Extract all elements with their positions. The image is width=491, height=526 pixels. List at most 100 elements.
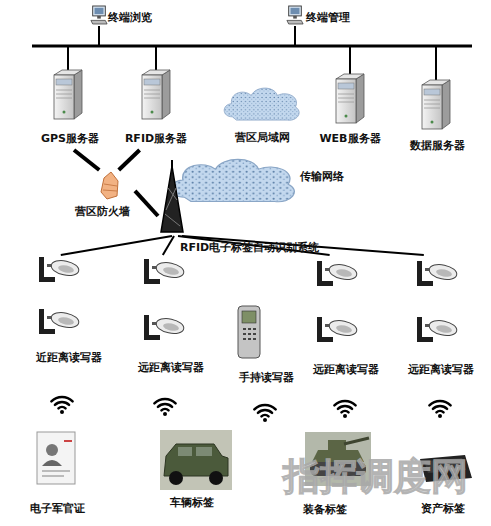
equipment-image (328, 440, 346, 450)
handheld-reader-icon (253, 333, 256, 335)
signal-arc (334, 401, 355, 405)
firewall-icon (101, 172, 118, 199)
signal-dot (263, 418, 267, 422)
node-label: 数据服务器 (397, 139, 477, 153)
handheld-reader-icon (243, 328, 246, 330)
vehicle-image (196, 447, 212, 456)
firewall-icon (103, 190, 117, 191)
node-label: 近距离读写器 (28, 351, 110, 365)
signal-arc (55, 402, 69, 405)
antenna-tower (166, 188, 176, 210)
cloud-shape (224, 88, 299, 120)
id-card-image (42, 460, 62, 466)
signal-arc (261, 415, 268, 416)
network-bus (349, 46, 351, 74)
handheld-reader-icon (238, 306, 260, 358)
server-icon (54, 70, 450, 129)
network-cloud: 传输网络 (158, 156, 358, 236)
server-icon (142, 70, 170, 119)
vehicle-image (164, 444, 228, 476)
reader-icon (39, 309, 80, 334)
node-label: 手持读写器 (225, 371, 307, 385)
server-icon (54, 70, 82, 119)
server-node: WEB服务器 (310, 72, 390, 148)
antenna-tower (161, 160, 183, 232)
handheld-reader-icon (248, 333, 251, 335)
handheld-reader-icon (238, 306, 260, 358)
reader-icon (144, 259, 185, 284)
network-cloud: 营区局域网 (215, 84, 310, 146)
vehicle-image (209, 471, 223, 485)
cloud-shape (171, 88, 299, 202)
network-bus (32, 26, 472, 80)
network-bus (155, 46, 157, 70)
signal-arc (161, 409, 168, 410)
reader-node: 远距离读写器 (130, 255, 212, 375)
handheld-reader-icon (253, 338, 256, 340)
server-icon (422, 80, 450, 129)
reader-icon (417, 261, 458, 286)
signal-dot (343, 414, 347, 418)
network-link (135, 191, 158, 216)
signal-dot (60, 410, 64, 414)
network-link (119, 150, 140, 170)
firewall-icon (101, 172, 118, 199)
id-card-image (42, 470, 70, 472)
node-label: 终端浏览 (108, 11, 152, 25)
antenna-tower (165, 214, 180, 226)
node-label: 远距离读写器 (398, 363, 484, 377)
cloud-shape (171, 159, 294, 201)
wireless-signal (154, 399, 175, 416)
reader-node: 近距离读写器 (28, 255, 110, 367)
node-label: 传输网络 (300, 170, 344, 184)
node-label: 营区局域网 (215, 131, 310, 145)
watermark: 指挥调度网 (283, 456, 468, 498)
signal-arc (158, 404, 172, 407)
signal-arc (258, 410, 272, 413)
id-card-image (46, 444, 58, 456)
handheld-reader-icon (242, 311, 256, 323)
id-card-image (64, 440, 72, 442)
node-label: 车辆标签 (152, 496, 232, 510)
signal-dot (438, 414, 442, 418)
network-link (61, 236, 172, 255)
equipment-image (344, 438, 369, 444)
network-bus (67, 46, 69, 70)
signal-arc (154, 399, 175, 403)
network-link (74, 150, 99, 170)
signal-dot (163, 412, 167, 416)
network-bus (98, 26, 100, 46)
reader-node: 远距离读写器 (305, 255, 387, 377)
terminal-node: 终端管理 (284, 4, 374, 30)
handheld-reader-icon (253, 328, 256, 330)
node-label: 装备标签 (285, 503, 365, 517)
terminal-icon (287, 6, 303, 24)
vehicle-image (160, 430, 232, 490)
system-label: RFID电子标签自动识别系统 (180, 241, 319, 255)
tag-node: 车辆标签 (152, 428, 232, 513)
server-icon (336, 74, 364, 123)
network-bus (294, 26, 296, 46)
signal-arc (51, 397, 72, 401)
reader-icon (144, 315, 185, 340)
vehicle-image (160, 430, 232, 490)
id-card-image (37, 432, 75, 484)
handheld-reader-icon (243, 333, 246, 335)
signal-arc (429, 401, 450, 405)
handheld-reader-icon (248, 328, 251, 330)
node-label: 资产标签 (405, 502, 480, 516)
network-bus (435, 46, 437, 80)
firewall-icon (104, 184, 117, 186)
signal-arc (338, 406, 352, 409)
vehicle-image (169, 471, 183, 485)
signal-arc (254, 405, 275, 409)
node-label: 远距离读写器 (130, 361, 212, 375)
wireless-signal (51, 397, 72, 414)
reader-icon (417, 317, 458, 342)
terminal-icon (91, 6, 303, 24)
signal-arc (433, 406, 447, 409)
